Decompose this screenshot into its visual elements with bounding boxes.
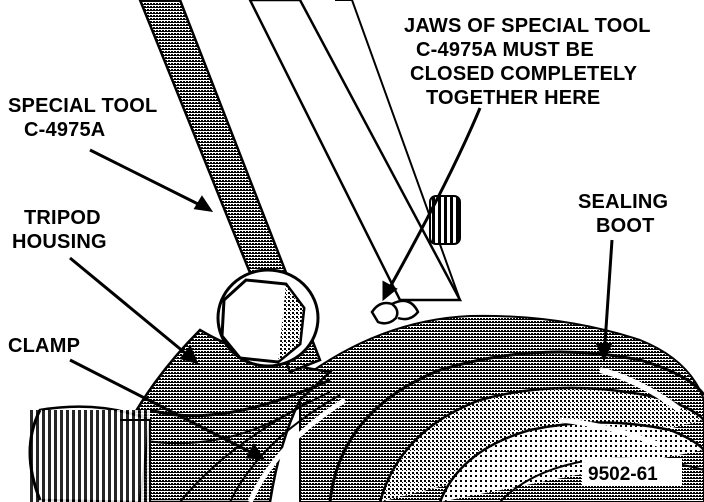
shaft-end bbox=[28, 405, 152, 502]
sealing-boot bbox=[299, 314, 704, 502]
tripod-housing bbox=[108, 328, 347, 502]
tripod-housing-label-line-1: TRIPOD bbox=[24, 207, 101, 229]
figure-number: 9502-61 bbox=[588, 464, 658, 485]
tripod-housing-label-line-2: HOUSING bbox=[12, 231, 107, 253]
sealing-boot-label-line-1: SEALING bbox=[578, 191, 668, 213]
pivot-bolt bbox=[216, 268, 320, 368]
jaws-label-line-4: TOGETHER HERE bbox=[426, 87, 600, 109]
special-tool-label-line-2: C-4975A bbox=[24, 119, 105, 141]
clamp-label: CLAMP bbox=[8, 335, 80, 357]
leader-lines bbox=[69, 107, 614, 460]
sealing-boot-label-line-2: BOOT bbox=[596, 215, 655, 237]
jaws-label-line-3: CLOSED COMPLETELY bbox=[410, 63, 638, 85]
jaws-label-line-2: C-4975A MUST BE bbox=[416, 39, 594, 61]
jaws-label-line-1: JAWS OF SPECIAL TOOL bbox=[404, 15, 651, 37]
special-tool-label-line-1: SPECIAL TOOL bbox=[8, 95, 157, 117]
